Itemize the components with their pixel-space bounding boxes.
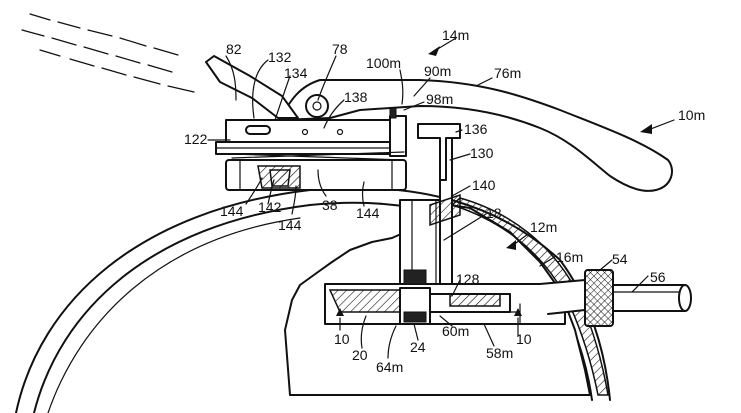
tank-neck [226, 160, 406, 190]
label-90m: 90m [424, 63, 451, 79]
label-18: 18 [486, 205, 502, 221]
label-76m: 76m [494, 65, 521, 81]
label-132: 132 [268, 49, 292, 65]
label-14m: 14m [442, 27, 469, 43]
label-16m: 16m [556, 249, 583, 265]
label-144-left: 144 [220, 203, 244, 219]
label-82: 82 [226, 41, 242, 57]
label-24: 24 [410, 339, 426, 355]
label-142: 142 [258, 199, 282, 215]
label-138: 138 [344, 89, 368, 105]
label-10-left: 10 [334, 331, 350, 347]
label-128: 128 [456, 271, 480, 287]
label-100m: 100m [366, 55, 401, 71]
label-12m: 12m [530, 219, 557, 235]
label-56: 56 [650, 269, 666, 285]
label-122: 122 [184, 131, 208, 147]
siphon-tube [400, 130, 460, 290]
label-64m: 64m [376, 359, 403, 375]
label-58m: 58m [486, 345, 513, 361]
label-98m: 98m [426, 91, 453, 107]
label-136: 136 [464, 121, 488, 137]
label-60m: 60m [442, 323, 469, 339]
spray-lines [22, 14, 194, 92]
bracket [418, 124, 460, 180]
label-38: 38 [322, 197, 338, 213]
label-130: 130 [470, 145, 494, 161]
label-20: 20 [352, 347, 368, 363]
label-10-right: 10 [516, 331, 532, 347]
label-140: 140 [472, 177, 496, 193]
label-144-right: 144 [356, 205, 380, 221]
label-144-center: 144 [278, 217, 302, 233]
label-134: 134 [284, 65, 308, 81]
label-10m: 10m [678, 107, 705, 123]
label-78: 78 [332, 41, 348, 57]
label-54: 54 [612, 251, 628, 267]
